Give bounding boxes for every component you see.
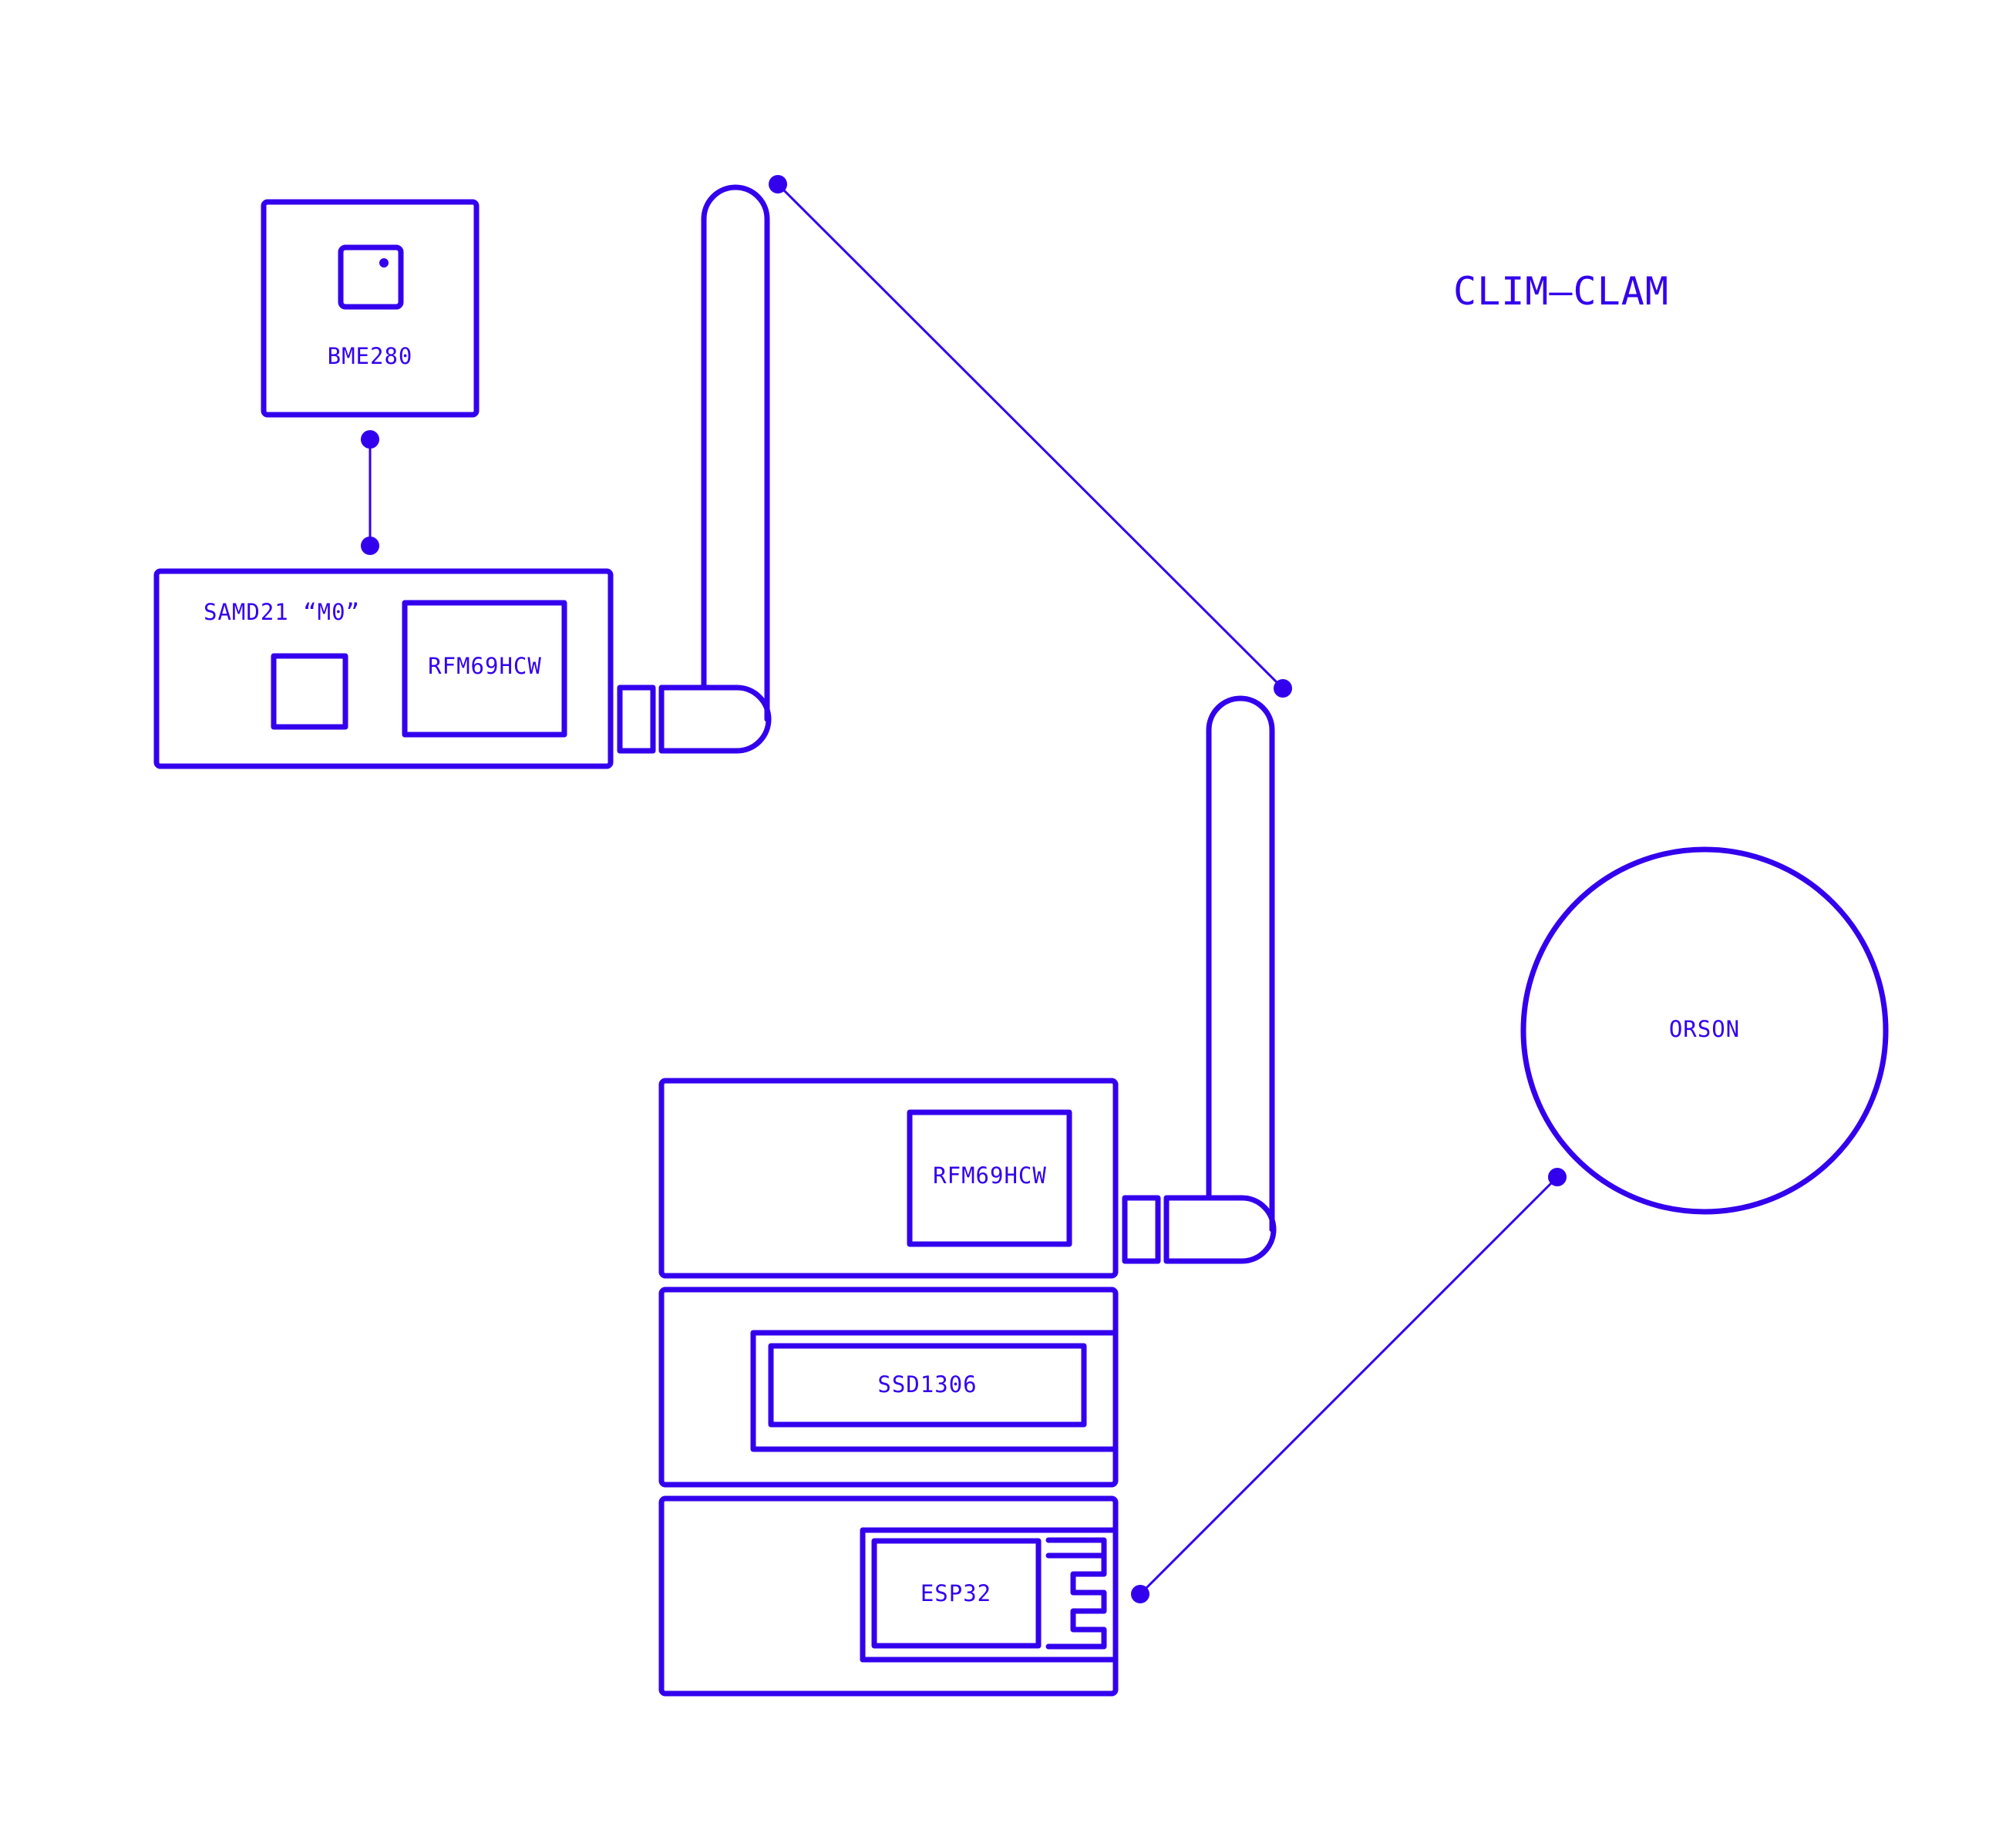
display-screen-icon <box>768 1343 1087 1428</box>
mcu-chip-icon <box>271 653 348 730</box>
orson-node: ORSON <box>1520 846 1889 1215</box>
display-module-frame <box>750 1330 1119 1452</box>
display-label: SSD1306 <box>877 1371 977 1398</box>
sensor-chip-icon <box>338 244 404 310</box>
sensor-label: BME280 <box>328 343 413 369</box>
bme280-sensor-board: BME280 <box>261 199 480 418</box>
esp32-board: ESP32 <box>658 1495 1119 1697</box>
radio-link <box>769 175 1292 698</box>
destination-label: ORSON <box>1669 1016 1740 1042</box>
sensor-connector <box>361 430 379 555</box>
esp32-module-frame <box>860 1527 1119 1663</box>
receiver-antenna-icon <box>1122 695 1277 1264</box>
radio-sender-module <box>402 600 567 738</box>
mcu-label: SAMD21 “M0” <box>204 599 360 625</box>
samd21-board: SAMD21 “M0” RFM69HCW <box>153 568 614 769</box>
radio-receiver-module <box>907 1109 1072 1247</box>
esp32-chip-icon <box>871 1538 1042 1649</box>
radio-sender-label: RFM69HCW <box>428 653 542 679</box>
wifi-module-label: ESP32 <box>920 1580 991 1606</box>
diagram-title: CLIM–CLAM <box>1453 269 1669 314</box>
receiver-radio-board: RFM69HCW <box>658 1078 1119 1279</box>
wifi-antenna-trace-icon <box>1045 1537 1107 1650</box>
display-board: SSD1306 <box>658 1287 1119 1488</box>
sender-antenna-icon <box>617 184 772 754</box>
radio-receiver-label: RFM69HCW <box>933 1162 1047 1189</box>
wifi-link <box>1131 1168 1567 1603</box>
